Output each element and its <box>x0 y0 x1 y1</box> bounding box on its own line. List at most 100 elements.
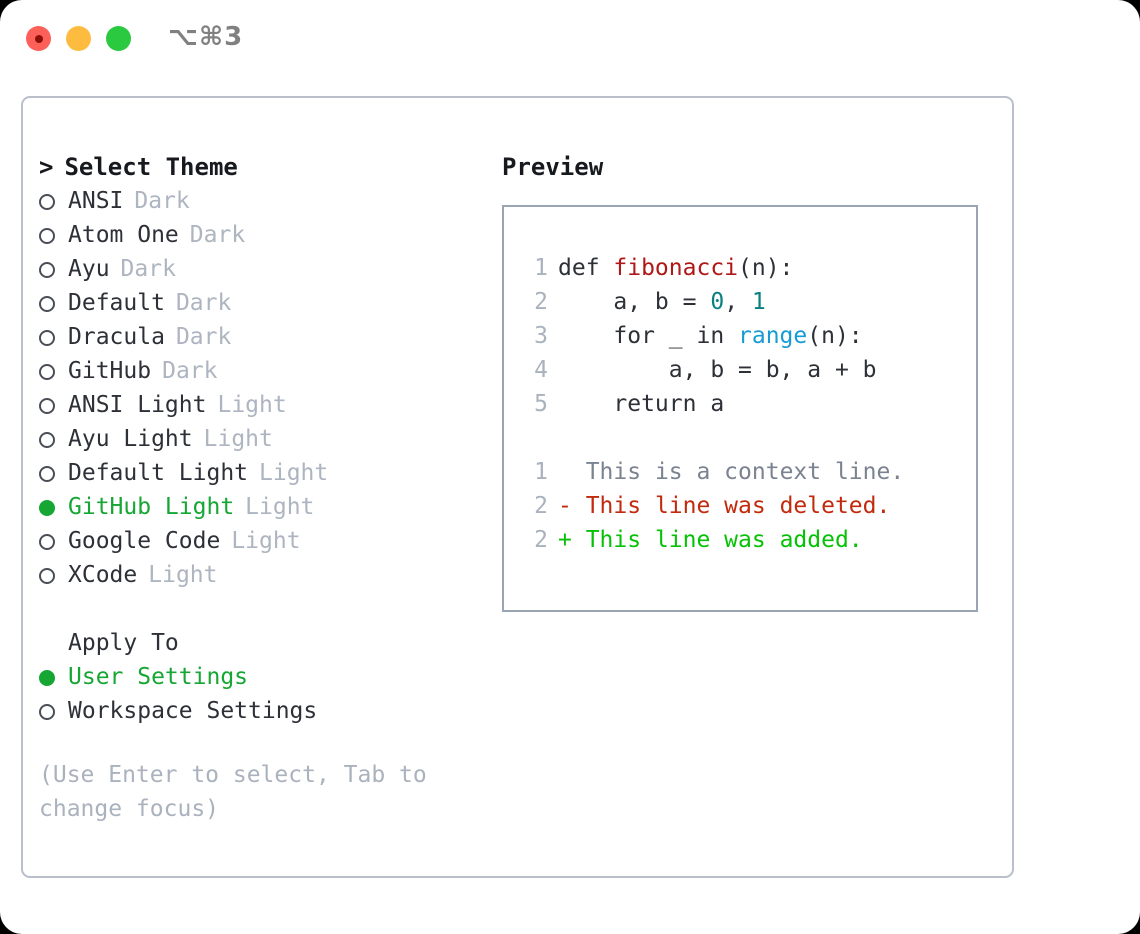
diff-text: This line was deleted. <box>585 493 891 519</box>
diff-line-number: 2 <box>534 527 548 553</box>
radio-empty-icon[interactable] <box>39 568 55 584</box>
theme-name: Google Code <box>68 528 221 554</box>
code-diff-spacer <box>504 421 976 455</box>
radio-empty-icon[interactable] <box>39 262 55 278</box>
window-title: ⌥⌘3 <box>168 22 244 52</box>
code-line-text: return a <box>548 387 724 421</box>
theme-list-item[interactable]: GitHub Dark <box>39 354 499 388</box>
maximize-window-button[interactable] <box>106 26 131 51</box>
code-token: return a <box>558 391 725 417</box>
code-line-number: 3 <box>534 323 548 349</box>
radio-empty-icon[interactable] <box>39 432 55 448</box>
code-line-text: def fibonacci(n): <box>548 251 793 285</box>
radio-empty-icon[interactable] <box>39 398 55 414</box>
diff-text: This line was added. <box>585 527 863 553</box>
code-token: a, b = b, a + b <box>558 357 877 383</box>
diff-marker <box>558 459 586 485</box>
theme-name: Dracula <box>68 324 165 350</box>
theme-list-item[interactable]: Default Dark <box>39 286 499 320</box>
keyboard-hint: (Use Enter to select, Tab to change focu… <box>39 762 427 822</box>
radio-selected-icon[interactable] <box>39 500 55 516</box>
close-window-button[interactable] <box>26 26 51 51</box>
apply-to-heading: Apply To <box>39 626 499 660</box>
code-token: 0 <box>710 289 725 315</box>
section-spacer <box>39 592 499 626</box>
radio-empty-icon[interactable] <box>39 330 55 346</box>
code-line-number: 1 <box>534 255 548 281</box>
code-line: 2 a, b = 0, 1 <box>504 285 976 319</box>
code-token: (n): <box>738 255 794 281</box>
theme-list-item[interactable]: Ayu Light Light <box>39 422 499 456</box>
diff-marker: - <box>558 493 586 519</box>
code-token: (n): <box>807 323 863 349</box>
theme-list-item[interactable]: Dracula Dark <box>39 320 499 354</box>
diff-line: 2- This line was deleted. <box>504 489 976 523</box>
diff-line-text: - This line was deleted. <box>548 489 890 523</box>
minimize-window-button[interactable] <box>66 26 91 51</box>
apply-to-label: Apply To <box>68 630 179 656</box>
theme-list-item[interactable]: Atom One Dark <box>39 218 499 252</box>
theme-variant-tag: Dark <box>189 222 246 248</box>
theme-name: Atom One <box>68 222 179 248</box>
theme-variant-tag: Dark <box>175 290 232 316</box>
theme-list-item[interactable]: Google Code Light <box>39 524 499 558</box>
theme-variant-tag: Dark <box>162 358 218 384</box>
radio-empty-icon[interactable] <box>39 704 55 720</box>
radio-empty-icon[interactable] <box>39 228 55 244</box>
apply-to-option[interactable]: User Settings <box>39 660 499 694</box>
theme-variant-tag: Light <box>148 562 218 588</box>
theme-name: Default <box>68 290 165 316</box>
code-line-number: 5 <box>534 391 548 417</box>
diff-sample: 1 This is a context line.2- This line wa… <box>504 455 976 557</box>
code-token: 1 <box>751 289 766 315</box>
diff-line: 2+ This line was added. <box>504 523 976 557</box>
code-line-number: 2 <box>534 289 548 315</box>
theme-name: Default Light <box>68 460 249 486</box>
diff-marker: + <box>558 527 586 553</box>
theme-name: Ayu Light <box>68 426 193 452</box>
theme-list-item[interactable]: Default Light Light <box>39 456 499 490</box>
radio-empty-icon[interactable] <box>39 296 55 312</box>
theme-name: GitHub <box>68 358 152 384</box>
theme-variant-tag: Light <box>245 494 315 520</box>
diff-line-number: 1 <box>534 459 548 485</box>
code-token: , <box>724 289 752 315</box>
diff-line-text: + This line was added. <box>548 523 863 557</box>
radio-empty-icon[interactable] <box>39 534 55 550</box>
radio-empty-icon[interactable] <box>39 466 55 482</box>
prompt-caret-icon: > <box>39 153 54 181</box>
theme-variant-tag: Light <box>231 528 301 554</box>
code-line-number: 4 <box>534 357 548 383</box>
title-bar: ⌥⌘3 <box>0 0 1140 78</box>
apply-to-option[interactable]: Workspace Settings <box>39 694 499 728</box>
apply-to-option-label: Workspace Settings <box>68 698 318 724</box>
code-token: a, b = <box>558 289 711 315</box>
theme-variant-tag: Light <box>203 426 273 452</box>
window-controls <box>26 26 131 51</box>
theme-variant-tag: Light <box>259 460 329 486</box>
code-token: range <box>738 323 808 349</box>
code-token: def <box>558 255 614 281</box>
theme-variant-tag: Dark <box>175 324 232 350</box>
theme-picker-heading: > Select Theme <box>39 150 499 184</box>
theme-name: Ayu <box>68 256 110 282</box>
radio-empty-icon[interactable] <box>39 364 55 380</box>
code-line: 4 a, b = b, a + b <box>504 353 976 387</box>
radio-empty-icon[interactable] <box>39 194 55 210</box>
diff-line: 1 This is a context line. <box>504 455 976 489</box>
radio-selected-icon[interactable] <box>39 670 55 686</box>
theme-variant-tag: Light <box>217 392 287 418</box>
code-line: 3 for _ in range(n): <box>504 319 976 353</box>
spacer-bullet-icon <box>39 636 55 652</box>
